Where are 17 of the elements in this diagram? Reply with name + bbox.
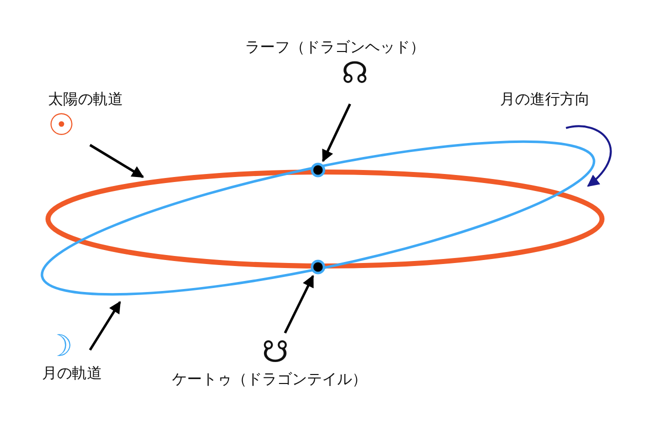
orbit-label: 月の軌道	[42, 364, 102, 383]
node-point	[310, 162, 326, 178]
sun-symbol: ☉	[48, 109, 75, 143]
node-point	[310, 260, 326, 274]
leader-arrow	[322, 103, 352, 162]
orbit-label: 太陽の軌道	[48, 90, 123, 109]
ascending-node-symbol: ☊	[342, 57, 368, 91]
moon-orbit-ellipse	[40, 140, 596, 296]
node-label: ケートゥ（ドラゴンテイル）	[172, 370, 367, 389]
sun-orbit-ellipse	[46, 170, 604, 268]
node-label: ラーフ（ドラゴンヘッド）	[245, 38, 425, 57]
descending-node-symbol: ☋	[262, 336, 289, 370]
leader-arrow	[89, 144, 144, 178]
leader-arrow	[284, 274, 314, 334]
moon-symbol: ☽	[46, 330, 73, 364]
leader-arrow	[88, 300, 122, 351]
direction-label: 月の進行方向	[500, 90, 590, 109]
